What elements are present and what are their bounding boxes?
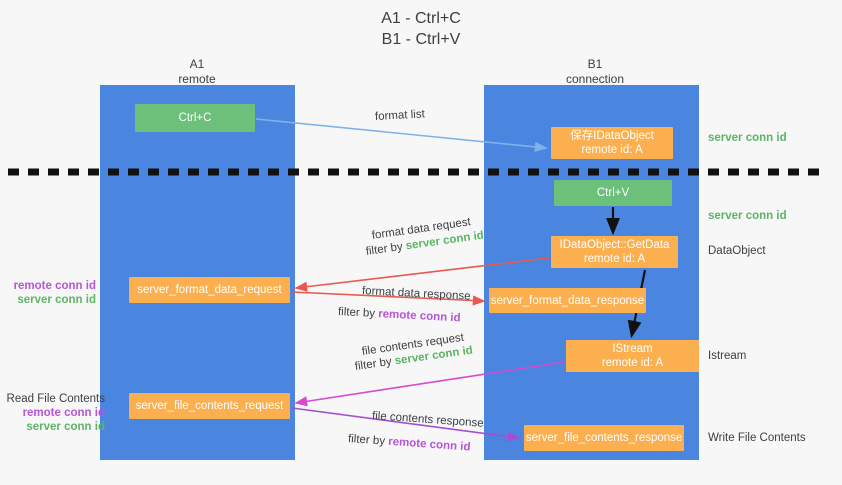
title-line-2: B1 - Ctrl+V [381,31,461,48]
node-ctrl-c[interactable]: Ctrl+C [135,104,255,132]
node-save-idataobject-remote-id: remote id: A [581,144,643,156]
connector-format-list [255,118,548,152]
swimlane-b1-header: B1 connection [515,57,675,87]
node-istream-label: IStream [612,343,653,355]
node-server-format-data-request[interactable]: server_format_data_request [129,277,290,303]
node-server-file-contents-response[interactable]: server_file_contents_response [524,425,684,451]
node-server-file-contents-response-label: server_file_contents_response [525,432,683,444]
node-ctrl-c-label: Ctrl+C [178,112,212,124]
swimlane-a1-subtitle: remote [178,72,216,86]
connector-file-contents-request [294,361,565,407]
annotation-remote-conn-id-2: remote conn id [22,407,105,419]
node-server-format-data-response[interactable]: server_format_data_response [489,288,646,313]
connector-format-data-response [291,291,486,306]
annotation-istream: Istream [708,350,747,362]
title-line-1: A1 - Ctrl+C [381,10,461,27]
annotation-server-conn-id-1: server conn id [17,294,96,306]
annotation-remote-conn-id-1: remote conn id [13,280,96,292]
node-ctrl-v[interactable]: Ctrl+V [554,180,672,206]
label-filter-key-2: remote conn id [377,308,461,325]
annotation-dataobject: DataObject [708,245,766,257]
label-format-list: format list [374,108,426,123]
swimlane-b1-subtitle: connection [565,72,625,86]
annotation-server-conn-id-mid: server conn id [708,210,787,222]
swimlane-a1-header: A1 remote [117,57,277,87]
node-server-file-contents-request[interactable]: server_file_contents_request [129,393,290,419]
node-idataobject-getdata[interactable]: IDataObject::GetData remote id: A [551,236,678,268]
connector-format-data-request [294,257,550,292]
annotation-server-conn-id-2: server conn id [26,421,105,433]
swimlane-a1-name: A1 [189,57,205,71]
annotation-conn-ids-format: remote conn id server conn id [0,279,96,307]
annotation-server-conn-id-top: server conn id [708,132,787,144]
annotation-conn-ids-file: Read File Contents remote conn id server… [0,392,105,434]
label-filter-prefix-2: filter by [337,306,379,321]
page-title: A1 - Ctrl+C B1 - Ctrl+V [0,8,842,50]
node-istream-remote-id: remote id: A [601,357,664,369]
swimlane-b1-name: B1 [587,57,603,71]
node-save-idataobject-label: 保存IDataObject [570,130,654,142]
node-save-idataobject[interactable]: 保存IDataObject remote id: A [551,127,673,159]
annotation-write-file-contents: Write File Contents [708,432,806,444]
node-server-file-contents-request-label: server_file_contents_request [135,400,284,412]
connector-file-contents-response [291,407,521,442]
annotation-read-file-contents: Read File Contents [6,393,105,405]
node-idataobject-getdata-remote-id: remote id: A [583,253,646,265]
node-istream[interactable]: IStream remote id: A [566,340,699,372]
node-ctrl-v-label: Ctrl+V [596,187,630,199]
node-idataobject-getdata-label: IDataObject::GetData [559,239,670,251]
label-filter-prefix-4: filter by [347,433,389,448]
node-server-format-data-request-label: server_format_data_request [137,284,282,296]
node-server-format-data-response-label: server_format_data_response [490,294,645,307]
